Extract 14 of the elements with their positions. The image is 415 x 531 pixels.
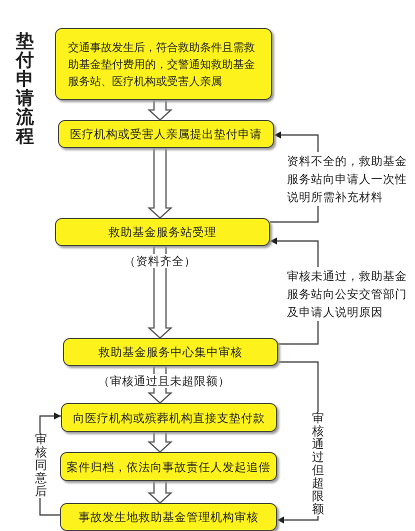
edge-label: 审核同意后: [33, 433, 49, 498]
title: 垫付申请流程: [15, 32, 35, 146]
block-arrow: [147, 147, 173, 219]
process-box: 案件归档，依法向事故责任人发起追偿: [60, 452, 277, 481]
block-arrow: [147, 431, 173, 453]
block-arrow: [147, 99, 173, 121]
process-box: 交通事故发生后，符合救助条件且需救助基金垫付费用的，交警通知救助基金服务站、医疗机构或受害人亲属: [55, 28, 272, 100]
process-box: 医疗机构或受害人亲属提出垫付申请: [58, 120, 274, 148]
process-box: 救助基金服务站受理: [55, 218, 270, 246]
process-box: 事故发生地救助基金管理机构审核: [60, 503, 277, 531]
process-box: 救助基金服务中心集中审核: [63, 338, 278, 366]
block-arrow: [147, 480, 173, 504]
edge-label: 审核通过但超限额: [310, 412, 326, 516]
process-box: 向医疗机构或殡葬机构直接支垫付款: [61, 403, 277, 432]
